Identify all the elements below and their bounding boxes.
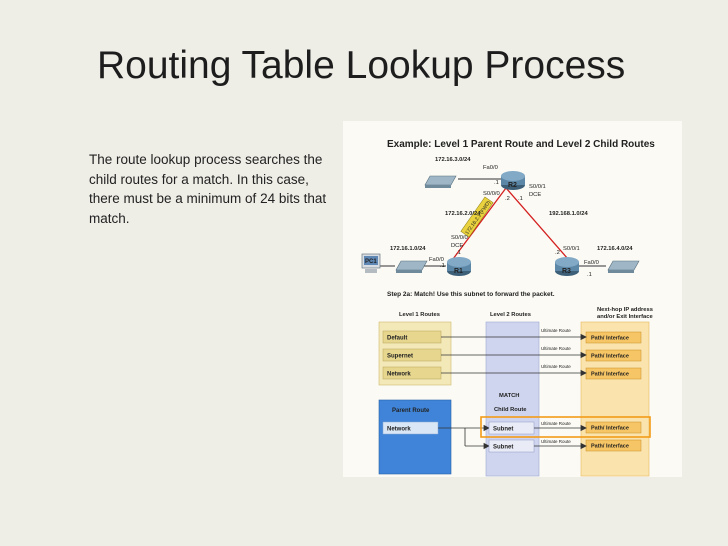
ultimate-route-label: Ultimate Route bbox=[541, 346, 571, 351]
col-header-nexthop: Next-hop IP address and/or Exit Interfac… bbox=[597, 307, 655, 320]
ultimate-route-label: Ultimate Route bbox=[541, 439, 571, 444]
level1-label: Supernet bbox=[387, 354, 413, 360]
network-label: 192.168.1.0/24 bbox=[549, 211, 588, 217]
interface-label: Fa0/0 bbox=[429, 257, 444, 263]
interface-label: S0/0/0 bbox=[483, 191, 500, 197]
parent-route-label: Parent Route bbox=[392, 408, 430, 414]
slide-title: Routing Table Lookup Process bbox=[97, 44, 626, 87]
pc-label: PC1 bbox=[365, 259, 377, 265]
network-label: 172.16.2.0/24 bbox=[445, 211, 481, 217]
router-label-r3: R3 bbox=[562, 268, 571, 275]
path-interface-box bbox=[585, 349, 642, 362]
router-icon-r1: R1 bbox=[447, 257, 471, 276]
pc-icon: PC1 bbox=[361, 253, 381, 273]
level1-row: Network bbox=[382, 366, 442, 380]
network-label: 172.16.4.0/24 bbox=[597, 246, 633, 252]
path-interface-label: Path/ Interface bbox=[591, 444, 629, 450]
router-label-r1: R1 bbox=[454, 268, 463, 275]
host-label: .1 bbox=[518, 196, 523, 202]
ultimate-route-label: Ultimate Route bbox=[541, 421, 571, 426]
host-label: .2 bbox=[555, 250, 560, 256]
link-r2-r3 bbox=[505, 187, 569, 260]
router-icon-r2: R2 bbox=[501, 171, 525, 190]
path-interface-label: Path/ Interface bbox=[591, 354, 629, 360]
interface-label: S0/0/1 bbox=[563, 246, 580, 252]
link-r1-r2 bbox=[452, 187, 507, 260]
host-label: .1 bbox=[456, 250, 461, 256]
interface-label: S0/0/0 bbox=[451, 235, 468, 241]
network-label: 172.16.3.0/24 bbox=[435, 157, 471, 163]
host-label: .1 bbox=[440, 263, 445, 269]
level1-label: Network bbox=[387, 372, 411, 378]
packet-icon: 172.16.2.1 (FWD) bbox=[460, 196, 494, 238]
path-interface-label: Path/ Interface bbox=[591, 426, 629, 432]
figure-heading: Example: Level 1 Parent Route and Level … bbox=[387, 139, 655, 150]
path-interface-label: Path/ Interface bbox=[591, 336, 629, 342]
interface-label: Fa0/0 bbox=[584, 260, 599, 266]
match-highlight bbox=[480, 416, 651, 438]
switch-icon bbox=[424, 175, 457, 188]
col-header-level1: Level 1 Routes bbox=[399, 312, 440, 318]
ultimate-route-label: Ultimate Route bbox=[541, 364, 571, 369]
level2-panel bbox=[485, 321, 540, 477]
dce-label: DCE bbox=[529, 192, 541, 198]
level1-row: Supernet bbox=[382, 348, 442, 362]
routing-figure: Example: Level 1 Parent Route and Level … bbox=[343, 121, 682, 477]
level1-row: Default bbox=[382, 330, 442, 344]
interface-label: Fa0/0 bbox=[483, 165, 498, 171]
network-label: 172.16.1.0/24 bbox=[390, 246, 426, 252]
dce-label: DCE bbox=[451, 243, 463, 249]
step-caption: Step 2a: Match! Use this subnet to forwa… bbox=[387, 291, 555, 298]
router-label-r2: R2 bbox=[508, 182, 517, 189]
host-label: .2 bbox=[505, 196, 510, 202]
level1-label: Default bbox=[387, 336, 407, 342]
host-label: .1 bbox=[587, 272, 592, 278]
ultimate-route-label: Ultimate Route bbox=[541, 328, 571, 333]
packet-label: 172.16.2.1 (FWD) bbox=[464, 200, 492, 236]
nexthop-panel bbox=[580, 321, 650, 477]
child-route-label: Child Route bbox=[494, 407, 527, 413]
host-label: .1 bbox=[494, 180, 499, 186]
switch-icon bbox=[607, 260, 640, 273]
parent-network-label: Network bbox=[387, 427, 411, 433]
path-interface-label: Path/ Interface bbox=[591, 372, 629, 378]
path-interface-box bbox=[585, 439, 642, 452]
switch-icon bbox=[395, 260, 428, 273]
parent-route-panel bbox=[378, 399, 452, 475]
subnet-label: Subnet bbox=[493, 427, 513, 433]
router-icon-r3: R3 bbox=[555, 257, 579, 276]
path-interface-box bbox=[585, 367, 642, 380]
path-interface-box bbox=[585, 331, 642, 344]
subnet-label: Subnet bbox=[493, 445, 513, 451]
path-interface-box bbox=[585, 421, 642, 434]
match-label: MATCH bbox=[499, 393, 520, 399]
interface-label: S0/0/1 bbox=[529, 184, 546, 190]
slide-body-text: The route lookup process searches the ch… bbox=[89, 152, 327, 226]
col-header-level2: Level 2 Routes bbox=[490, 312, 531, 318]
